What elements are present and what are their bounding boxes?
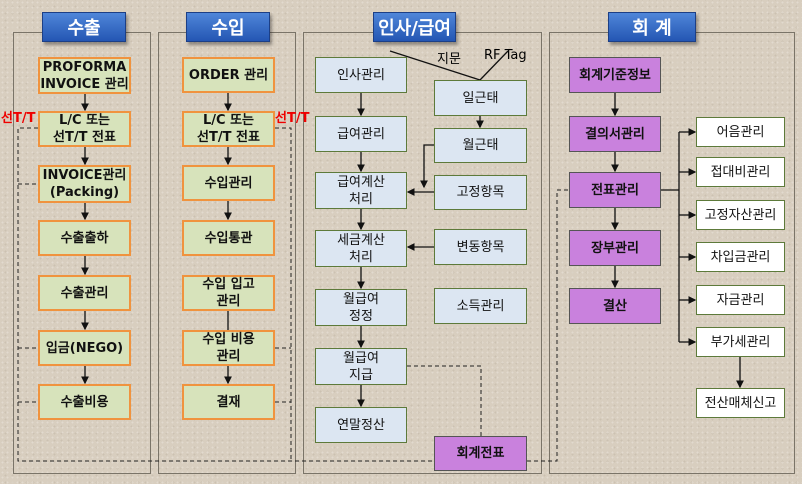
accounting-sub: 부가세관리	[696, 327, 785, 357]
import-step: L/C 또는 선T/T 전표	[182, 111, 275, 147]
export-step: 수출출하	[38, 220, 131, 256]
export-title: 수출	[42, 12, 126, 42]
accounting-step: 장부관리	[569, 230, 661, 266]
rf-tag-label: RF Tag	[484, 48, 527, 63]
accounting-title: 회 계	[608, 12, 696, 42]
accounting-sub: 차입금관리	[696, 242, 785, 272]
export-step: 수출비용	[38, 384, 131, 420]
hr-step: 급여관리	[315, 116, 407, 152]
export-step: PROFORMA INVOICE 관리	[38, 57, 131, 94]
accounting-step: 결의서관리	[569, 116, 661, 152]
accounting-sub: 자금관리	[696, 285, 785, 315]
hr-step: 세금계산 처리	[315, 230, 407, 267]
export-step: 수출관리	[38, 275, 131, 311]
import-title: 수입	[186, 12, 270, 42]
hr-step: 인사관리	[315, 57, 407, 93]
import-step: 수입관리	[182, 165, 275, 201]
hr-step: 급여계산 처리	[315, 172, 407, 209]
accounting-step: 전표관리	[569, 172, 661, 208]
import-step: 수입통관	[182, 220, 275, 256]
hr-step: 월급여 지급	[315, 348, 407, 385]
accounting-voucher-box: 회계전표	[434, 436, 527, 471]
hr-input: 일근태	[434, 80, 527, 116]
hr-title: 인사/급여	[373, 12, 456, 42]
import-step: 수입 입고 관리	[182, 275, 275, 311]
export-step: INVOICE관리 (Packing)	[38, 165, 131, 203]
hr-step: 연말정산	[315, 407, 407, 443]
fingerprint-label: 지문	[437, 52, 461, 67]
hr-input: 월근태	[434, 128, 527, 163]
accounting-sub: 접대비관리	[696, 157, 785, 187]
accounting-step: 결산	[569, 288, 661, 324]
hr-input: 변동항목	[434, 229, 527, 265]
hr-step: 월급여 정정	[315, 289, 407, 326]
accounting-sub: 고정자산관리	[696, 200, 785, 230]
electronic-filing-box: 전산매체신고	[696, 388, 785, 418]
import-advance-tt-label: 선T/T	[275, 111, 310, 126]
export-step: L/C 또는 선T/T 전표	[38, 111, 131, 147]
export-step: 입금(NEGO)	[38, 330, 131, 366]
import-step: 결재	[182, 384, 275, 420]
accounting-sub: 어음관리	[696, 117, 785, 147]
hr-input: 소득관리	[434, 288, 527, 324]
import-step: ORDER 관리	[182, 57, 275, 93]
accounting-step: 회계기준정보	[569, 57, 661, 93]
import-step: 수입 비용 관리	[182, 330, 275, 366]
export-advance-tt-label: 선T/T	[1, 111, 36, 126]
hr-input: 고정항목	[434, 175, 527, 210]
